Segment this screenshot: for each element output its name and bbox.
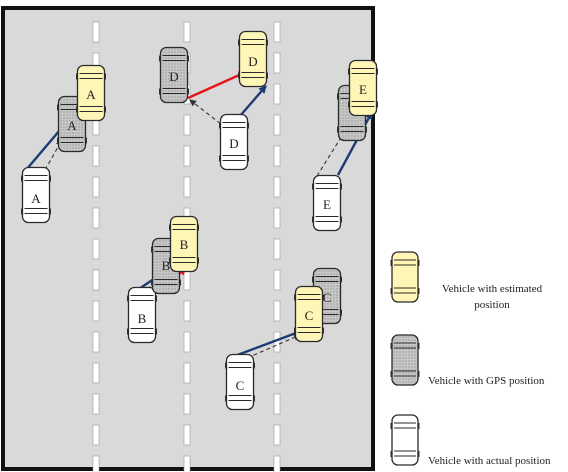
lane-dash: [183, 300, 191, 322]
lane-dash: [92, 455, 100, 472]
legend-actual-label: Vehicle with actual position: [428, 455, 551, 467]
label-c-actual: C: [236, 378, 245, 393]
arrow-c-actual-to-gps: [246, 334, 301, 359]
lane-dash: [183, 21, 191, 43]
lane-dash: [92, 21, 100, 43]
lane-dash: [92, 207, 100, 229]
legend-gps-label: Vehicle with GPS position: [428, 375, 545, 387]
label-a-gps: A: [67, 118, 77, 133]
lane-dash: [273, 300, 281, 322]
lane-dash: [273, 269, 281, 291]
arrow-c-actual-to-estimated: [231, 328, 305, 359]
lane-dash: [92, 145, 100, 167]
lane-dash: [273, 207, 281, 229]
legend-actual-vehicle-icon: [390, 414, 420, 466]
lane-dash: [183, 269, 191, 291]
lane-dash: [92, 176, 100, 198]
label-b-estimated: B: [180, 237, 189, 252]
label-d-actual: D: [229, 136, 238, 151]
arrow-d-gps-to-estimated: [187, 70, 247, 100]
lane-dash: [183, 455, 191, 472]
lane-dash: [273, 145, 281, 167]
vehicle-b-estimated: [169, 215, 199, 273]
lane-dash: [273, 238, 281, 260]
lane-dash: [92, 424, 100, 446]
vehicle-e-estimated: [348, 59, 378, 117]
legend-gps-car-shape: [390, 334, 420, 386]
lane-dash: [273, 424, 281, 446]
vehicle-a-actual: [21, 166, 51, 224]
lane-dash: [92, 300, 100, 322]
vehicle-c-actual: [225, 353, 255, 411]
vehicle-b-actual: [127, 286, 157, 344]
legend-estimated-car-shape: [390, 251, 420, 303]
lane-dash: [273, 114, 281, 136]
legend-actual-car-shape: [390, 414, 420, 466]
lane-dash: [273, 52, 281, 74]
legend-estimated-label-line1: Vehicle with estimated: [442, 283, 543, 295]
arrow-d-actual-to-estimated: [239, 85, 267, 117]
label-d-estimated: D: [248, 54, 257, 69]
lane-dash: [183, 114, 191, 136]
vehicle-d-estimated: [238, 30, 268, 88]
lane-dash: [273, 176, 281, 198]
label-d-gps: D: [169, 69, 178, 84]
lane-dash: [273, 21, 281, 43]
vehicle-c-estimated: [294, 285, 324, 343]
legend-gps-vehicle-icon: [390, 334, 420, 386]
label-b-actual: B: [138, 311, 147, 326]
label-e-actual: E: [323, 197, 331, 212]
lane-dash: [273, 455, 281, 472]
lane-dash: [92, 362, 100, 384]
vehicle-a-estimated: [76, 64, 106, 122]
vehicle-labels: A A A D D D E E B B B C C C: [31, 54, 367, 393]
legend-estimated-label-line2: position: [474, 299, 510, 311]
label-c-estimated: C: [305, 308, 314, 323]
label-c-gps: C: [323, 290, 332, 305]
lane-dash: [92, 393, 100, 415]
lane-dash: [273, 393, 281, 415]
legend-estimated-vehicle-icon: [390, 251, 420, 303]
lane-dash: [183, 362, 191, 384]
label-e-estimated: E: [359, 82, 367, 97]
lane-dash: [183, 424, 191, 446]
vehicle-e-actual: [312, 174, 342, 232]
vehicles: [21, 30, 378, 411]
lane-dash: [183, 393, 191, 415]
arrow-e-actual-to-estimated: [336, 111, 374, 176]
label-a-actual: A: [31, 191, 41, 206]
label-b-gps: B: [162, 258, 171, 273]
lane-dash: [183, 331, 191, 353]
lane-dash: [92, 331, 100, 353]
label-a-estimated: A: [86, 87, 96, 102]
lane-dash: [183, 176, 191, 198]
vehicle-d-gps: [159, 46, 189, 104]
lane-dash: [92, 238, 100, 260]
legend: Vehicle with estimated position Vehicle …: [390, 251, 551, 467]
vehicle-d-actual: [219, 113, 249, 171]
lane-dash: [92, 269, 100, 291]
lane-dash: [183, 145, 191, 167]
lane-dash: [273, 362, 281, 384]
lane-dash: [273, 83, 281, 105]
